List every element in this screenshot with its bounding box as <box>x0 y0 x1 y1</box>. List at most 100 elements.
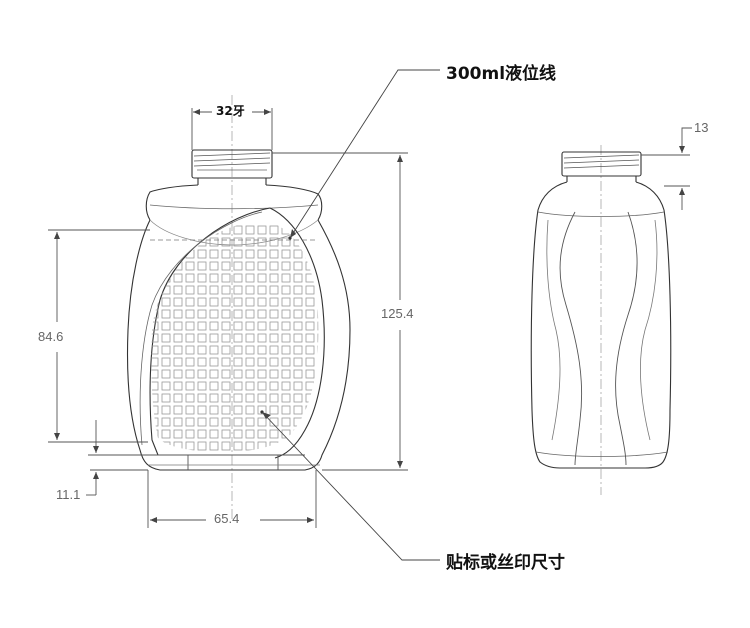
grid-cell <box>257 405 267 415</box>
grid-cell <box>245 357 255 367</box>
grid-cell <box>233 225 243 235</box>
grid-cell <box>197 333 207 343</box>
grid-cell <box>185 261 195 271</box>
grid-cell <box>257 249 267 259</box>
grid-cell <box>305 297 315 307</box>
grid-cell <box>197 321 207 331</box>
side-view <box>530 145 672 495</box>
grid-cell <box>317 405 319 415</box>
callout-leaders <box>261 69 440 561</box>
grid-cell <box>281 285 291 295</box>
grid-cell <box>245 333 255 343</box>
grid-cell <box>269 441 279 451</box>
grid-cell <box>173 273 183 283</box>
grid-cell <box>221 405 231 415</box>
grid-cell <box>257 261 267 271</box>
grid-cell <box>269 237 279 247</box>
grid-cell <box>281 297 291 307</box>
grid-cell <box>173 441 183 451</box>
grid-cell <box>161 441 171 451</box>
grid-cell <box>233 381 243 391</box>
grid-cell <box>293 285 303 295</box>
grid-cell <box>293 393 303 403</box>
grid-cell <box>151 225 159 235</box>
grid-cell <box>281 357 291 367</box>
grid-cell <box>317 261 319 271</box>
side-wave-right <box>615 211 638 466</box>
grid-cell <box>293 345 303 355</box>
grid-cell <box>233 249 243 259</box>
grid-cell <box>305 237 315 247</box>
grid-cell <box>245 309 255 319</box>
grid-cell <box>293 357 303 367</box>
grid-cell <box>233 309 243 319</box>
grid-cell <box>269 321 279 331</box>
grid-cell <box>209 345 219 355</box>
grid-cell <box>281 369 291 379</box>
grid-cell <box>245 249 255 259</box>
grid-cell <box>197 441 207 451</box>
grid-cell <box>281 273 291 283</box>
liquid-level-callout: 300ml液位线 <box>446 64 557 84</box>
grid-cell <box>185 393 195 403</box>
grid-cell <box>305 309 315 319</box>
grid-cell <box>221 297 231 307</box>
grid-cell <box>185 417 195 427</box>
grid-cell <box>257 381 267 391</box>
grid-cell <box>233 321 243 331</box>
side-neck-dimension-label: 13 <box>694 120 709 135</box>
grid-cell <box>173 381 183 391</box>
grid-cell <box>245 273 255 283</box>
grid-cell <box>221 261 231 271</box>
grid-cell <box>281 417 291 427</box>
grid-cell <box>209 393 219 403</box>
grid-cell <box>245 237 255 247</box>
grid-cell <box>173 417 183 427</box>
grid-cell <box>197 261 207 271</box>
grid-cell <box>269 225 279 235</box>
grid-cell <box>185 357 195 367</box>
front-shoulder <box>145 184 323 221</box>
grid-cell <box>269 285 279 295</box>
grid-cell <box>151 249 159 259</box>
liquid-level-leader <box>289 69 440 239</box>
grid-cell <box>305 357 315 367</box>
grid-cell <box>293 405 303 415</box>
grid-cell <box>269 417 279 427</box>
grid-cell <box>269 381 279 391</box>
grid-cell <box>209 357 219 367</box>
grid-cell <box>233 417 243 427</box>
grid-cell <box>151 369 159 379</box>
grid-cell <box>209 417 219 427</box>
side-body-outline <box>530 181 672 469</box>
grid-cell <box>161 405 171 415</box>
grid-cell <box>245 285 255 295</box>
label-area-callout: 贴标或丝印尺寸 <box>446 553 565 573</box>
grid-cell <box>161 249 171 259</box>
front-base <box>160 454 305 470</box>
grid-cell <box>185 225 195 235</box>
bottom-offset-label: 11.1 <box>56 487 81 502</box>
grid-cell <box>161 225 171 235</box>
grid-cell <box>281 393 291 403</box>
grid-cell <box>209 309 219 319</box>
grid-cell <box>197 345 207 355</box>
grid-cell <box>161 345 171 355</box>
grid-cell <box>161 357 171 367</box>
grid-cell <box>185 369 195 379</box>
grid-cell <box>161 321 171 331</box>
grid-cell <box>173 237 183 247</box>
grid-cell <box>281 381 291 391</box>
grid-cell <box>209 249 219 259</box>
grid-cell <box>233 441 243 451</box>
grid-cell <box>173 225 183 235</box>
grid-cell <box>269 297 279 307</box>
grid-cell <box>221 429 231 439</box>
grid-cell <box>269 345 279 355</box>
grid-cell <box>305 333 315 343</box>
grid-cell <box>281 345 291 355</box>
grid-cell <box>173 297 183 307</box>
grid-cell <box>245 369 255 379</box>
grid-cell <box>305 393 315 403</box>
